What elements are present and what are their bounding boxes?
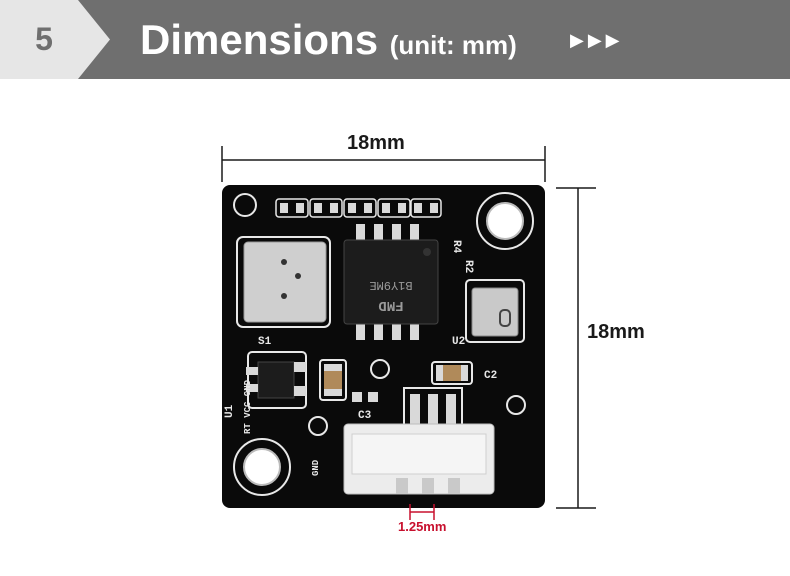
small-pads-c1	[352, 392, 378, 402]
mounting-hole-top-left	[233, 193, 257, 217]
sot23-component	[246, 351, 307, 409]
label-s1: S1	[258, 336, 272, 348]
height-dimension-line	[556, 187, 596, 509]
ic-mark-text: FMD	[378, 297, 403, 313]
pressure-sensor	[236, 236, 331, 328]
capacitor-c2	[431, 361, 473, 385]
temperature-sensor	[465, 279, 525, 343]
label-c2: C2	[484, 370, 497, 382]
width-label: 18mm	[347, 132, 405, 154]
mounting-hole-top-right	[476, 192, 534, 250]
arrow-icons: ▶▶▶	[570, 30, 624, 50]
pitch-marker	[409, 504, 435, 520]
step-number: 5	[35, 21, 53, 57]
via-small-2	[308, 416, 328, 436]
header-banner: 5 Dimensions (unit: mm) ▶▶▶	[0, 0, 790, 79]
capacitor-c3	[319, 359, 347, 401]
label-u1: U1	[224, 404, 236, 418]
via-small-3	[506, 395, 526, 415]
width-dimension-line	[221, 146, 546, 182]
label-r2: R2	[462, 260, 474, 273]
pitch-label: 1.25mm	[398, 519, 447, 534]
ic-code-text: B1Y9ME	[369, 278, 412, 292]
title-text: Dimensions	[140, 16, 379, 63]
page-title: Dimensions (unit: mm)	[140, 16, 517, 64]
label-u2: U2	[452, 336, 465, 348]
height-label: 18mm	[587, 321, 645, 343]
label-pins: RT VCC GND	[243, 379, 253, 434]
top-resistor-pads	[280, 203, 438, 213]
top-resistor-outlines	[275, 198, 442, 218]
label-gnd: GND	[311, 459, 321, 476]
label-r4: R4	[450, 240, 462, 254]
label-c3: C3	[358, 410, 372, 422]
title-unit: (unit: mm)	[389, 30, 517, 60]
jst-connector	[343, 387, 495, 495]
main-ic-chip: B1Y9ME FMD	[343, 224, 439, 340]
via-small-1	[370, 359, 390, 379]
mounting-hole-bottom-left	[233, 438, 291, 496]
